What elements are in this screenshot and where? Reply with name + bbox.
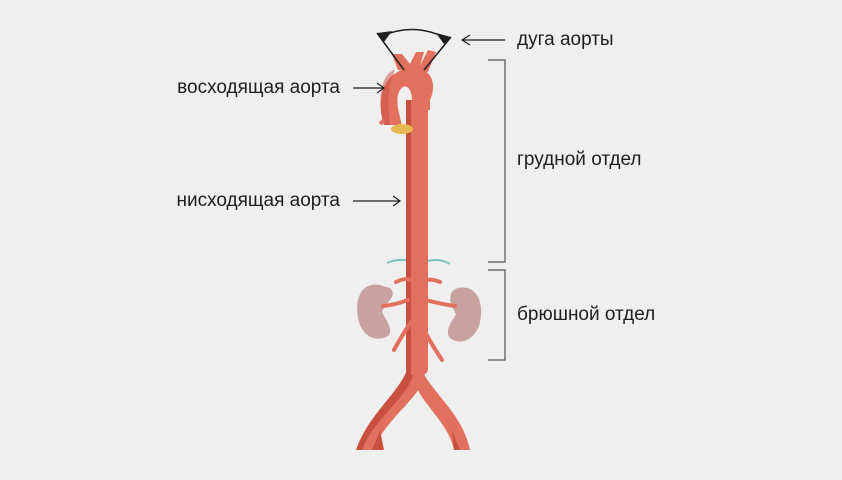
thoracic-label: грудной отдел bbox=[517, 149, 642, 170]
ascending-label: восходящая аорта bbox=[177, 77, 340, 98]
arch-label: дуга аорты bbox=[517, 29, 614, 50]
aortic-arch bbox=[380, 67, 434, 125]
diaphragm-right bbox=[427, 259, 451, 265]
aorta-shadow bbox=[406, 100, 411, 375]
arch-shadow bbox=[380, 70, 395, 125]
abdominal-label: брюшной отдел bbox=[517, 304, 656, 325]
abdominal-bracket bbox=[488, 269, 506, 361]
left-kidney bbox=[357, 284, 393, 339]
right-kidney bbox=[447, 287, 482, 342]
iliac-right bbox=[414, 360, 470, 450]
iliac-branches bbox=[372, 430, 460, 450]
arch-angle-arrowheads bbox=[377, 31, 451, 44]
pointer-arrows bbox=[353, 34, 505, 207]
iliac-shadow bbox=[356, 360, 414, 450]
aortic-valve bbox=[391, 124, 413, 134]
descending-aorta bbox=[406, 100, 428, 375]
coronary-branch bbox=[378, 118, 386, 126]
renal-arteries bbox=[381, 277, 457, 362]
arch-branches bbox=[392, 50, 436, 72]
thoracic-bracket bbox=[488, 59, 506, 263]
descending-label: нисходящая аорта bbox=[176, 190, 340, 211]
